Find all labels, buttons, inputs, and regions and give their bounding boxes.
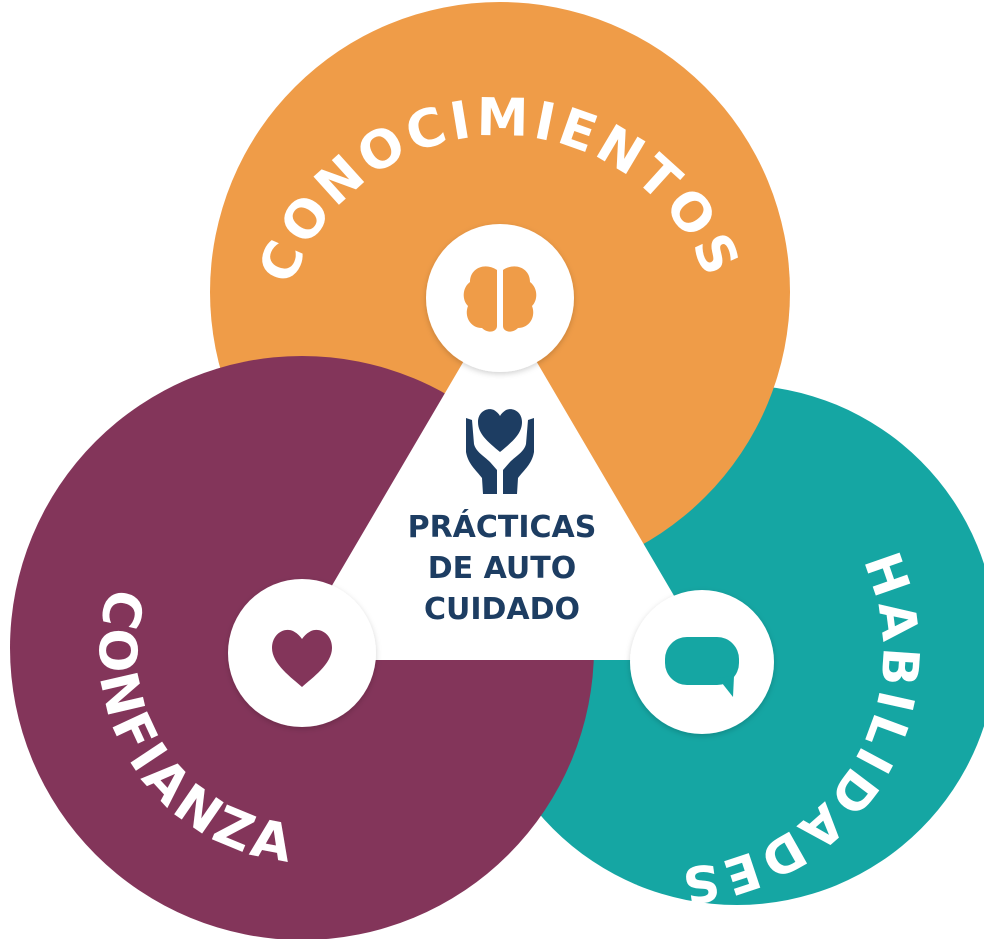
speech-bubble-badge [630,590,774,734]
hands-holding-heart-icon [466,409,534,494]
heart-icon [272,629,332,687]
brain-badge [426,224,574,372]
center-triangle [296,314,704,660]
center-title-line-1: PRÁCTICAS [408,509,597,545]
center-title-line-3: CUIDADO [424,592,580,627]
center-title-line-2: DE AUTO [428,551,576,586]
heart-badge [228,579,376,727]
brain-icon [463,266,537,332]
speech-bubble-icon [665,637,739,697]
